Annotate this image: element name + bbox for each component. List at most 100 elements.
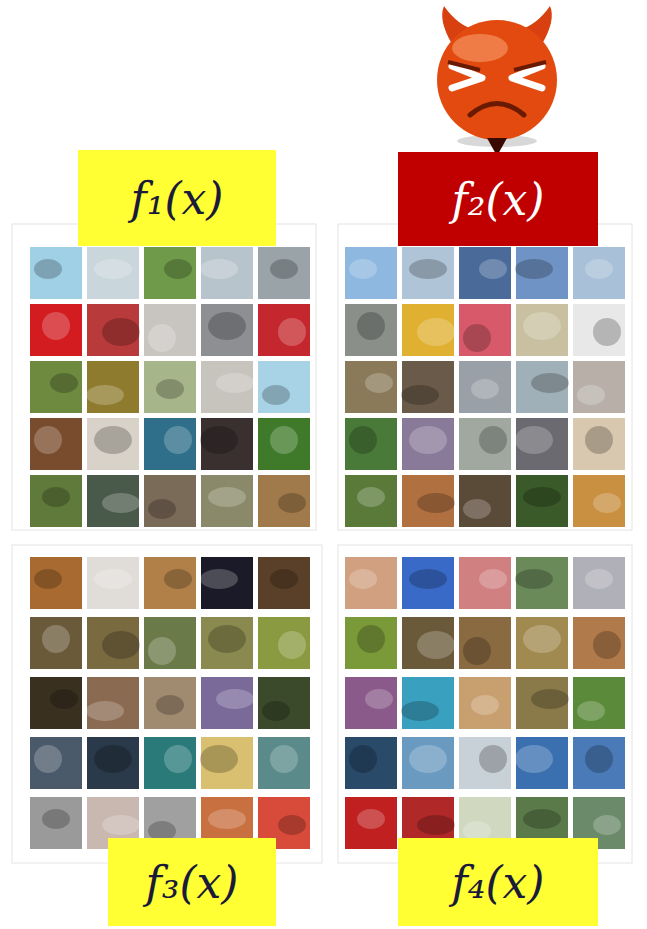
thumbnail-subject (34, 569, 62, 589)
thumbnail-subject (148, 637, 176, 665)
thumbnail-subject (270, 569, 298, 589)
thumbnail-subject (94, 745, 132, 773)
function-label: f₃(x) (145, 857, 238, 908)
thumbnail-subject (417, 631, 455, 659)
thumbnail-subject (200, 259, 238, 279)
thumbnail-subject (102, 318, 140, 346)
thumbnail (30, 617, 82, 669)
thumbnail-subject (357, 809, 385, 829)
thumbnail (201, 418, 253, 470)
frown (470, 104, 524, 116)
thumbnail-subject (593, 493, 621, 513)
thumbnail-subject (94, 426, 132, 454)
thumbnail-subject (349, 745, 377, 773)
thumbnail (258, 361, 310, 413)
thumbnail (87, 557, 139, 609)
thumbnail (30, 737, 82, 789)
thumbnail (345, 797, 397, 849)
eyebrow (514, 62, 546, 70)
thumbnail (345, 617, 397, 669)
thumbnail (516, 737, 568, 789)
thumbnail-subject (463, 499, 491, 519)
thumbnail (258, 617, 310, 669)
thumbnail (516, 418, 568, 470)
thumbnail (459, 475, 511, 527)
thumbnail-subject (471, 379, 499, 399)
thumbnail-subject (278, 815, 306, 835)
thumbnail-subject (200, 569, 238, 589)
thumbnail (144, 304, 196, 356)
face-highlight (452, 34, 508, 62)
thumbnail-subject (164, 259, 192, 279)
thumbnail-subject (50, 373, 78, 393)
thumbnail-subject (278, 631, 306, 659)
function-label: f₂(x) (451, 174, 544, 225)
thumbnail-subject (208, 487, 246, 507)
thumbnail (402, 677, 454, 729)
image-grids (30, 247, 625, 849)
thumbnail-subject (270, 745, 298, 773)
thumbnail (573, 247, 625, 299)
thumbnail (345, 737, 397, 789)
function-label-box: f₄(x) (398, 838, 598, 926)
thumbnail (459, 617, 511, 669)
thumbnail (258, 557, 310, 609)
thumbnail-subject (531, 373, 569, 393)
thumbnail-subject (50, 689, 78, 709)
function-label: f₁(x) (130, 173, 223, 224)
thumbnail-subject (523, 487, 561, 507)
thumbnail-subject (42, 625, 70, 653)
thumbnail (201, 617, 253, 669)
thumbnail (201, 361, 253, 413)
thumbnail-subject (417, 493, 455, 513)
thumbnail (144, 475, 196, 527)
thumbnail-subject (463, 324, 491, 352)
thumbnail (144, 557, 196, 609)
thumbnail (573, 677, 625, 729)
thumbnail (87, 617, 139, 669)
function-label-box: f₂(x) (398, 152, 598, 246)
image-panel (12, 545, 322, 863)
thumbnail-subject (94, 569, 132, 589)
thumbnail (144, 418, 196, 470)
thumbnail-subject (34, 259, 62, 279)
thumbnail-subject (585, 259, 613, 279)
thumbnail-subject (208, 312, 246, 340)
thumbnail-subject (34, 745, 62, 773)
thumbnail (402, 557, 454, 609)
thumbnail-subject (102, 631, 140, 659)
thumbnail (201, 557, 253, 609)
thumbnail-subject (577, 701, 605, 721)
thumbnail (258, 304, 310, 356)
thumbnail (201, 475, 253, 527)
thumbnail-subject (156, 695, 184, 715)
devil-emoji (437, 6, 557, 156)
thumbnail-subject (409, 426, 447, 454)
thumbnail-subject (102, 493, 140, 513)
thumbnail-subject (349, 426, 377, 454)
thumbnail-subject (523, 625, 561, 653)
thumbnail-subject (216, 373, 254, 393)
thumbnail-subject (531, 689, 569, 709)
function-label-box: f₃(x) (108, 838, 276, 926)
thumbnail-subject (409, 569, 447, 589)
thumbnail (345, 361, 397, 413)
thumbnail-subject (278, 318, 306, 346)
thumbnail-subject (86, 385, 124, 405)
thumbnail (459, 247, 511, 299)
thumbnail (516, 617, 568, 669)
thumbnail (459, 677, 511, 729)
thumbnail (459, 304, 511, 356)
thumbnail (345, 304, 397, 356)
thumbnail (30, 475, 82, 527)
thumbnail-subject (86, 701, 124, 721)
thumbnail-subject (216, 689, 254, 709)
thumbnail (573, 737, 625, 789)
thumbnail-subject (365, 373, 393, 393)
thumbnail-subject (349, 259, 377, 279)
thumbnail (201, 677, 253, 729)
thumbnail (30, 557, 82, 609)
thumbnail-subject (471, 695, 499, 715)
thumbnail (144, 361, 196, 413)
